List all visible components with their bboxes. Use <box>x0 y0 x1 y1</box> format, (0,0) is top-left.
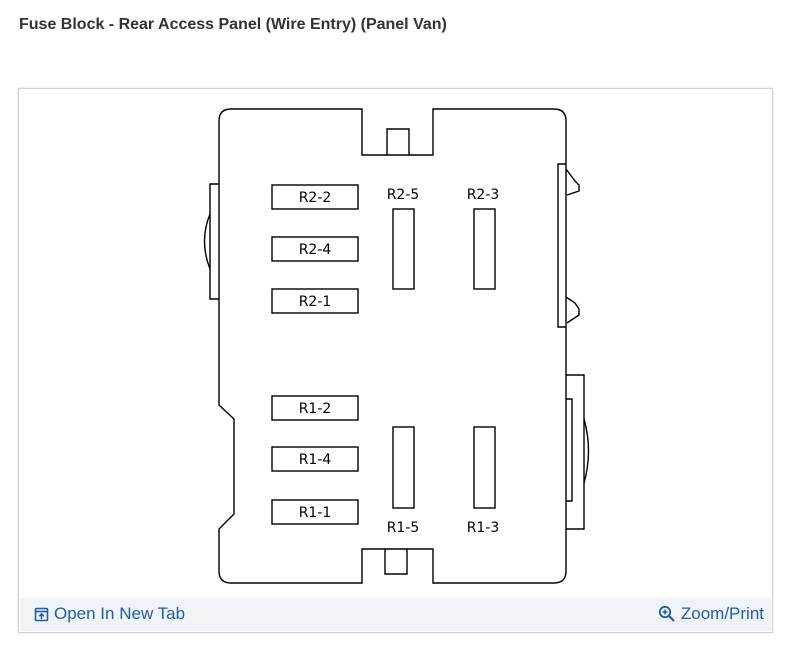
zoom-in-icon <box>658 605 675 622</box>
bottom-notch <box>384 549 408 575</box>
fuse-label-R2-1: R2-1 <box>299 294 332 310</box>
fuse-label-R1-2: R1-2 <box>299 401 332 417</box>
fuse-R2-1 <box>271 288 359 314</box>
top-notch <box>386 128 410 155</box>
fuse-R1-2 <box>271 395 359 421</box>
fuse-label-R2-4: R2-4 <box>299 242 332 258</box>
diagram-panel: R2-2 R2-4 R2-1 R1-2 R1-4 R1-1 R2-5 R2-3 … <box>18 88 773 633</box>
relay-R1-3 <box>473 426 496 509</box>
open-new-tab-link[interactable]: Open In New Tab <box>34 604 185 624</box>
right-upper-rail <box>557 163 566 328</box>
relay-label-R1-5: R1-5 <box>387 520 420 536</box>
fuse-R1-4 <box>271 446 359 472</box>
fuse-block-outline <box>218 108 567 584</box>
zoom-print-label: Zoom/Print <box>680 604 764 623</box>
relay-label-R2-5: R2-5 <box>387 187 420 203</box>
fuse-label-R1-4: R1-4 <box>299 452 332 468</box>
fuse-R2-2 <box>271 184 359 210</box>
fuse-R2-4 <box>271 236 359 262</box>
diagram-toolbar: Open In New Tab Zoom/Print <box>20 598 771 631</box>
relay-R2-5 <box>392 208 415 290</box>
zoom-print-link[interactable]: Zoom/Print <box>658 604 764 624</box>
fuse-block-diagram: R2-2 R2-4 R2-1 R1-2 R1-4 R1-1 R2-5 R2-3 … <box>203 108 590 584</box>
fuse-label-R2-2: R2-2 <box>299 190 332 206</box>
relay-R1-5 <box>392 426 415 509</box>
fuse-R1-1 <box>271 499 359 525</box>
open-new-tab-icon <box>34 607 49 621</box>
right-lower-clip <box>566 374 585 530</box>
page-title: Fuse Block - Rear Access Panel (Wire Ent… <box>19 16 447 33</box>
relay-label-R1-3: R1-3 <box>467 520 500 536</box>
fuse-label-R1-1: R1-1 <box>299 505 332 521</box>
relay-label-R2-3: R2-3 <box>467 187 500 203</box>
open-new-tab-label: Open In New Tab <box>54 604 186 623</box>
relay-R2-3 <box>473 208 496 290</box>
left-clip <box>209 183 219 300</box>
